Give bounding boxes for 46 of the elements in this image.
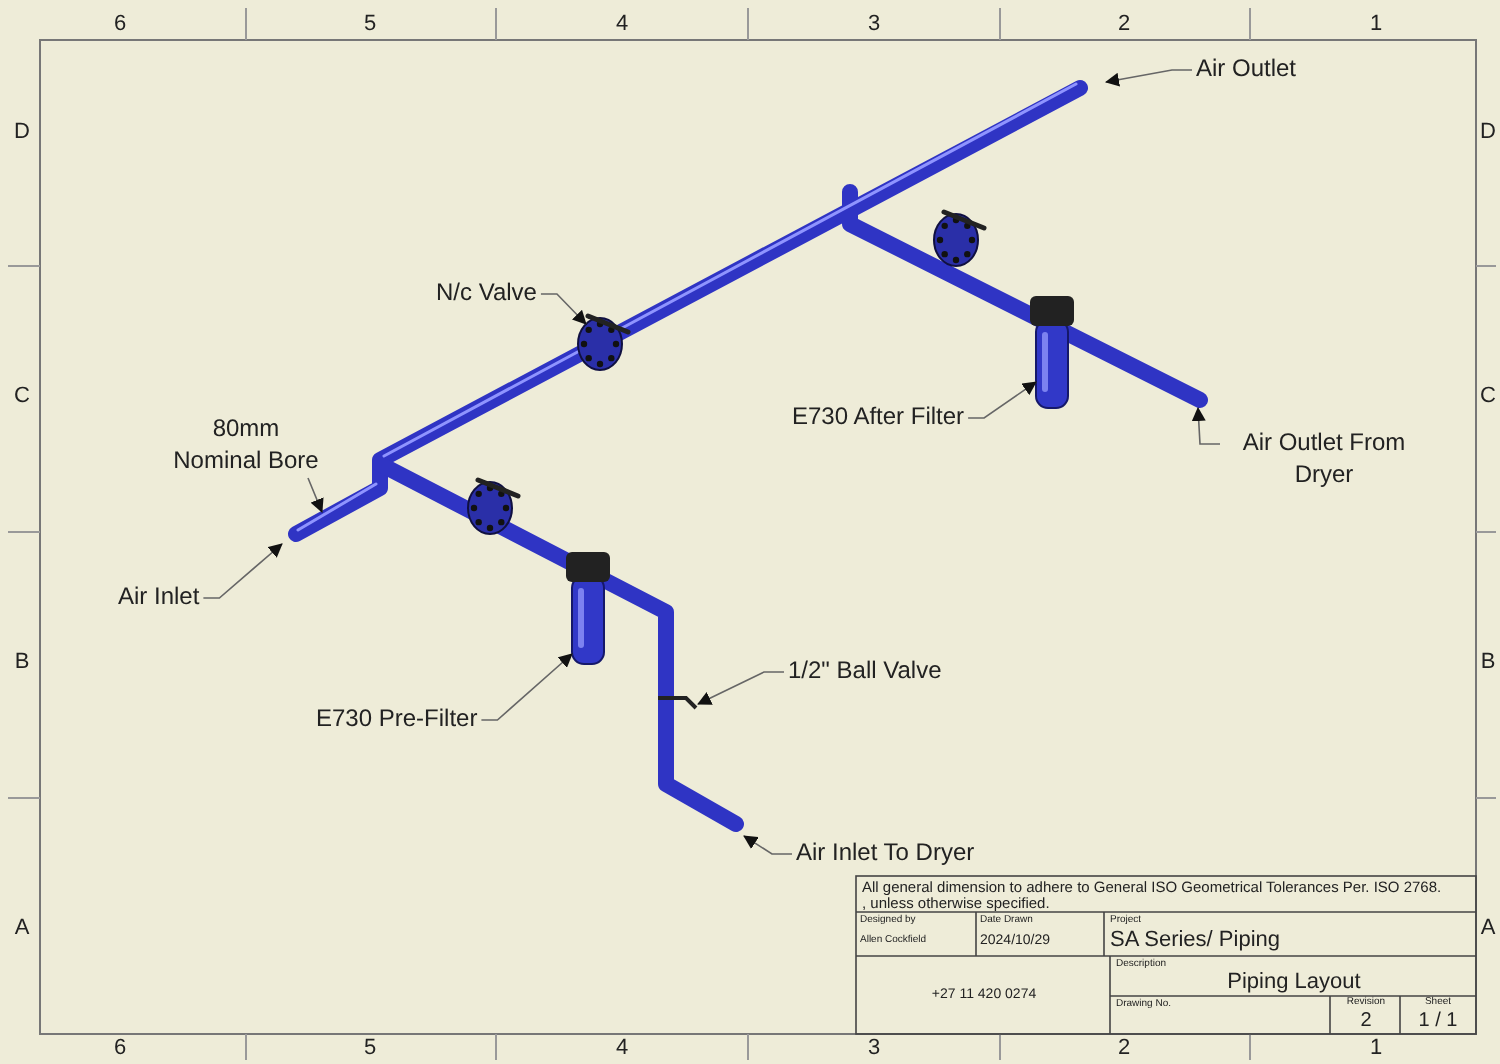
title-block-text: Piping Layout (1225, 970, 1363, 995)
title-block-text: SA Series/ Piping (1110, 928, 1282, 953)
zone-marker: 3 (865, 12, 883, 37)
title-block-text: 2 (1358, 1010, 1374, 1032)
callout-text: 80mm Nominal Bore (172, 412, 320, 476)
zone-marker: A (1478, 916, 1498, 941)
flanged-valve-drawing (577, 313, 631, 371)
zone-marker: B (1478, 650, 1498, 675)
zone-marker: 1 (1367, 1036, 1385, 1061)
filter-housing-drawing (566, 552, 610, 665)
zone-marker: 1 (1367, 12, 1385, 37)
filter-housing-drawing (1030, 296, 1074, 409)
callout-text: Air Outlet (1196, 52, 1297, 84)
zone-marker: C (1478, 384, 1498, 409)
callout-text: Air Inlet To Dryer (796, 836, 975, 868)
callout-text: E730 After Filter (792, 400, 965, 432)
zone-marker: B (12, 650, 32, 675)
leader-line (743, 835, 793, 855)
zone-marker: 6 (111, 12, 129, 37)
zone-marker: C (12, 384, 32, 409)
zone-marker: D (1478, 120, 1498, 145)
callout-text: 1/2" Ball Valve (788, 654, 942, 686)
zone-marker: A (12, 916, 32, 941)
zone-marker: D (12, 120, 32, 145)
zone-marker: 4 (613, 1036, 631, 1061)
leader-line (480, 653, 573, 721)
zone-marker: 5 (361, 12, 379, 37)
zone-marker: 6 (111, 1036, 129, 1061)
zone-marker: 4 (613, 12, 631, 37)
callout-text: Air Inlet (118, 580, 200, 612)
leader-line (202, 543, 283, 599)
leader-line (967, 381, 1037, 419)
leader-line (1105, 69, 1193, 87)
leader-line (540, 293, 587, 325)
leader-line (697, 671, 785, 705)
callout-text: Air Outlet From Dryer (1224, 426, 1424, 490)
leader-line (307, 477, 324, 513)
callout-text: E730 Pre-Filter (316, 702, 478, 734)
zone-marker: 2 (1115, 1036, 1133, 1061)
callout-text: N/c Valve (436, 276, 537, 308)
zone-marker: 3 (865, 1036, 883, 1061)
zone-marker: 2 (1115, 12, 1133, 37)
title-block-text: 1 / 1 (1416, 1010, 1460, 1032)
leader-line (1191, 407, 1221, 445)
zone-marker: 5 (361, 1036, 379, 1061)
ball-valve-icon (658, 696, 698, 710)
